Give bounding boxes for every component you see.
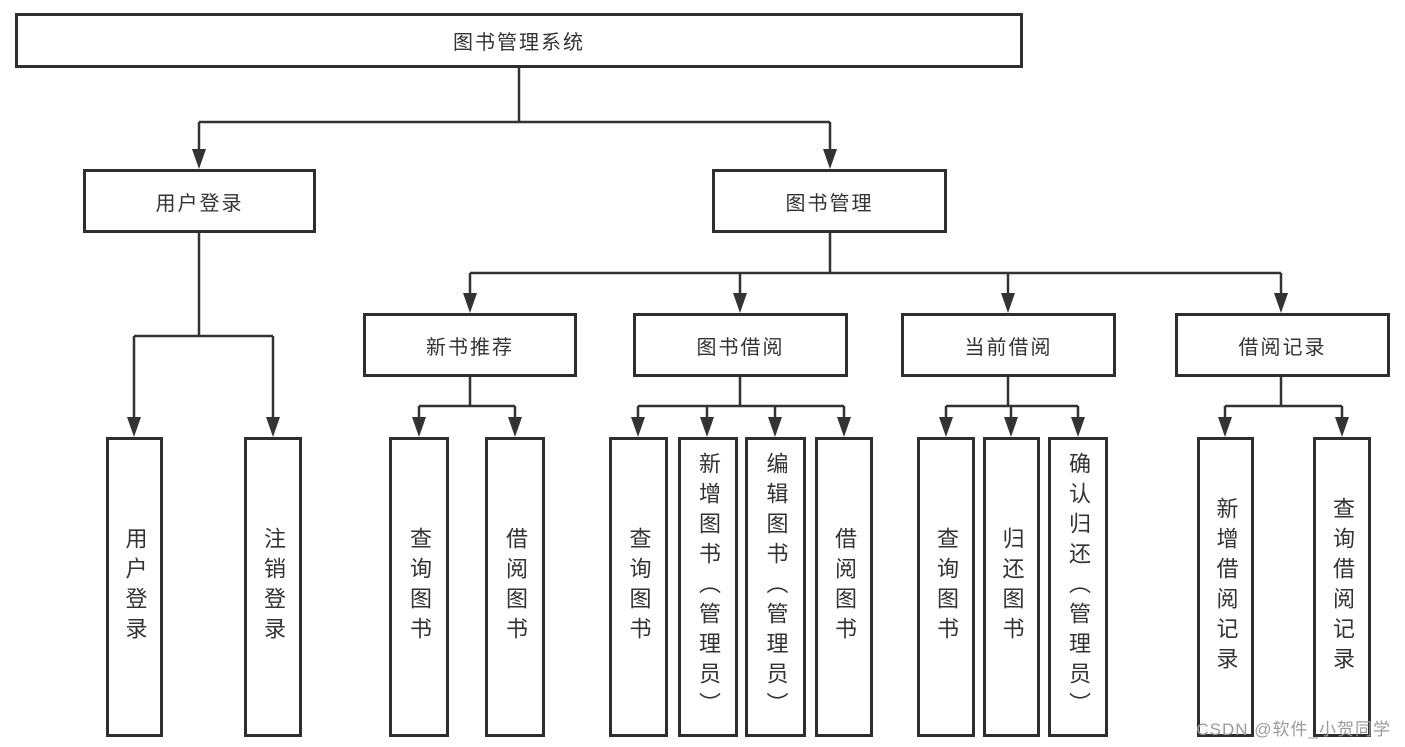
node-leaf-query-book-2-label: 查询图书 [626, 527, 652, 647]
branch-root [197, 68, 832, 151]
branch-user-login [132, 233, 275, 419]
node-leaf-query-borrow-record-label: 查询借阅记录 [1330, 497, 1355, 677]
node-leaf-borrow-book-1-label: 借阅图书 [503, 527, 528, 647]
node-user-login: 用户登录 [83, 169, 316, 233]
branch-current-borrow [944, 377, 1080, 419]
node-book-borrow-label: 图书借阅 [696, 336, 785, 359]
node-borrow-records-label: 借阅记录 [1238, 336, 1327, 359]
branch-new-book-rec [417, 377, 517, 419]
node-leaf-confirm-return-admin: 确认归还（管理员） [1048, 437, 1108, 737]
node-borrow-records: 借阅记录 [1175, 313, 1390, 377]
node-new-book-recommend: 新书推荐 [363, 313, 577, 377]
arrowhead-icons [127, 149, 1349, 437]
node-leaf-query-book-3-label: 查询图书 [934, 527, 959, 647]
node-leaf-query-book-3: 查询图书 [917, 437, 975, 737]
node-leaf-query-borrow-record: 查询借阅记录 [1313, 437, 1371, 737]
branch-borrow-records [1223, 377, 1344, 419]
node-new-book-recommend-label: 新书推荐 [426, 336, 514, 359]
node-leaf-query-book-1: 查询图书 [389, 437, 449, 737]
node-user-login-label: 用户登录 [155, 192, 244, 215]
node-leaf-query-book-1-label: 查询图书 [407, 527, 432, 647]
node-leaf-add-book-admin: 新增图书（管理员） [678, 437, 738, 737]
node-leaf-borrow-book-2: 借阅图书 [815, 437, 873, 737]
node-leaf-logout: 注销登录 [244, 437, 302, 737]
branch-book-borrow [636, 377, 846, 419]
node-book-borrow: 图书借阅 [633, 313, 848, 377]
node-library-system-label: 图书管理系统 [453, 32, 585, 54]
node-leaf-user-login: 用户登录 [106, 437, 163, 737]
node-leaf-return-book-label: 归还图书 [999, 527, 1025, 647]
node-leaf-borrow-book-2-label: 借阅图书 [832, 527, 857, 647]
csdn-watermark: CSDN @软件_小贺同学 [1196, 720, 1391, 739]
node-library-system: 图书管理系统 [15, 13, 1023, 68]
node-book-management: 图书管理 [712, 169, 947, 233]
node-leaf-logout-label: 注销登录 [261, 527, 286, 647]
branch-book-mgmt [468, 233, 1283, 295]
node-current-borrow-label: 当前借阅 [964, 336, 1053, 359]
node-leaf-edit-book-admin-label: 编辑图书（管理员） [763, 452, 789, 722]
node-leaf-user-login-label: 用户登录 [122, 527, 148, 647]
node-leaf-add-borrow-record-label: 新增借阅记录 [1213, 497, 1239, 677]
node-leaf-borrow-book-1: 借阅图书 [485, 437, 545, 737]
node-current-borrow: 当前借阅 [901, 313, 1116, 377]
node-leaf-confirm-return-admin-label: 确认归还（管理员） [1066, 452, 1091, 722]
node-leaf-query-book-2: 查询图书 [609, 437, 668, 737]
node-book-management-label: 图书管理 [785, 192, 874, 215]
node-leaf-edit-book-admin: 编辑图书（管理员） [745, 437, 806, 737]
node-leaf-add-book-admin-label: 新增图书（管理员） [696, 452, 721, 722]
node-leaf-add-borrow-record: 新增借阅记录 [1197, 437, 1254, 737]
node-leaf-return-book: 归还图书 [983, 437, 1040, 737]
